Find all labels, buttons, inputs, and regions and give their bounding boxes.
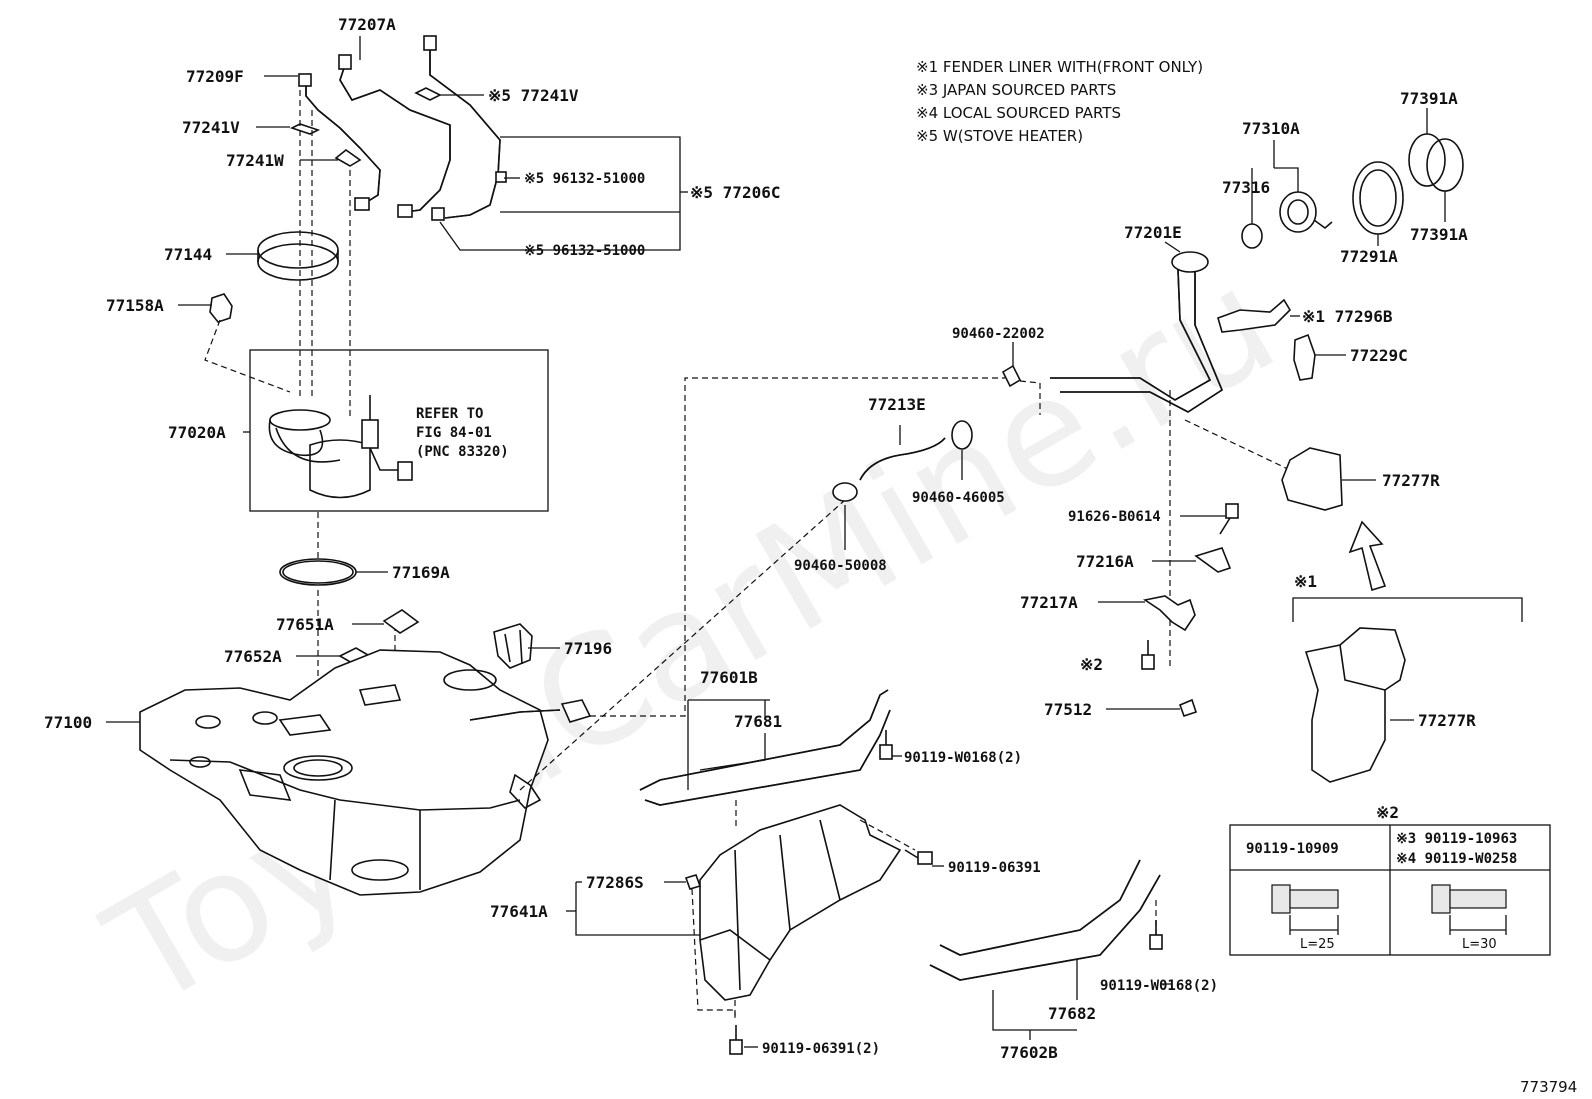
label-90460-50008: 90460-50008 bbox=[794, 558, 887, 574]
label-90460-46005: 90460-46005 bbox=[912, 490, 1005, 506]
bolt-90119-W0168-a bbox=[879, 730, 893, 760]
label-ref1: ※1 bbox=[1294, 572, 1317, 591]
label-77169A: 77169A bbox=[392, 563, 450, 582]
watermark: ToyotaCarMine.ru bbox=[80, 235, 1303, 1041]
label-77206C: ※5 77206C bbox=[690, 183, 780, 202]
clamp-90460-46005 bbox=[951, 420, 973, 450]
label-77391A-b: 77391A bbox=[1410, 225, 1468, 244]
note-5: ※5 W(STOVE HEATER) bbox=[916, 127, 1083, 145]
gasket-77169A bbox=[279, 558, 357, 586]
bolt-91626-B0614 bbox=[1219, 503, 1239, 535]
label-77601B: 77601B bbox=[700, 668, 758, 687]
bolt-spec-table: ※2 90119-10909 ※3 90119-10963 ※4 90119-W… bbox=[1229, 803, 1551, 956]
bolt-table-col2-line2: ※4 90119-W0258 bbox=[1396, 851, 1517, 867]
figure-number: 773794 bbox=[1520, 1078, 1577, 1096]
label-96132-51000-a: ※5 96132-51000 bbox=[524, 171, 645, 187]
label-77020A: 77020A bbox=[168, 423, 226, 442]
label-77100: 77100 bbox=[44, 713, 92, 732]
label-77391A-a: 77391A bbox=[1400, 89, 1458, 108]
note-1: ※1 FENDER LINER WITH(FRONT ONLY) bbox=[916, 58, 1203, 76]
strap-77602B bbox=[929, 859, 1161, 981]
leader-lines bbox=[106, 36, 1446, 1048]
fender-liner-77277R bbox=[1304, 627, 1406, 783]
label-90460-22002: 90460-22002 bbox=[952, 326, 1045, 342]
label-77213E: 77213E bbox=[868, 395, 926, 414]
bolt-ref2 bbox=[1141, 640, 1155, 670]
label-77310A: 77310A bbox=[1242, 119, 1300, 138]
bolt-90119-06391-a bbox=[904, 849, 933, 865]
label-91626-B0614: 91626-B0614 bbox=[1068, 509, 1161, 525]
note-4: ※4 LOCAL SOURCED PARTS bbox=[916, 104, 1121, 122]
protector-77641A bbox=[699, 804, 902, 1001]
clip-77286S bbox=[684, 874, 702, 890]
label-77241W: 77241W bbox=[226, 151, 284, 170]
label-77201E: 77201E bbox=[1124, 223, 1182, 242]
label-77512: 77512 bbox=[1044, 700, 1092, 719]
label-77681: 77681 bbox=[734, 712, 782, 731]
bolt-table-col1: 90119-10909 bbox=[1246, 841, 1339, 857]
refer-to-line3: (PNC 83320) bbox=[416, 444, 509, 460]
label-90119-06391-b: 90119-06391(2) bbox=[762, 1041, 880, 1057]
arrow-up-icon bbox=[1348, 520, 1387, 592]
label-77296B: ※1 77296B bbox=[1302, 307, 1393, 326]
refer-to-line1: REFER TO bbox=[416, 406, 483, 422]
bolt-table-col2-line1: ※3 90119-10963 bbox=[1396, 831, 1517, 847]
ref1-bracket bbox=[1292, 597, 1523, 622]
clamp-90460-22002 bbox=[1001, 364, 1022, 388]
label-77651A: 77651A bbox=[276, 615, 334, 634]
label-77291A: 77291A bbox=[1340, 247, 1398, 266]
label-77158A: 77158A bbox=[106, 296, 164, 315]
label-96132-51000-b: ※5 96132-51000 bbox=[524, 243, 645, 259]
gasket-77169A-inner bbox=[282, 560, 354, 584]
label-77241V-b: ※5 77241V bbox=[488, 86, 579, 105]
part-labels: 77207A 77209F 77241V ※5 77241V 77241W ※5… bbox=[44, 15, 1476, 1062]
label-90119-W0168-a: 90119-W0168(2) bbox=[904, 750, 1022, 766]
clip-77216A bbox=[1194, 547, 1232, 573]
notes-block: ※1 FENDER LINER WITH(FRONT ONLY) ※3 JAPA… bbox=[916, 58, 1203, 145]
filter-77158A bbox=[209, 293, 233, 323]
label-77602B: 77602B bbox=[1000, 1043, 1058, 1062]
label-77144: 77144 bbox=[164, 245, 212, 264]
bolt-table-dim2: L=30 bbox=[1462, 937, 1497, 952]
label-77209F: 77209F bbox=[186, 67, 244, 86]
label-77196: 77196 bbox=[564, 639, 612, 658]
fuel-tank-77100 bbox=[139, 649, 592, 896]
fuel-hoses-group bbox=[289, 35, 507, 221]
valve-77196 bbox=[493, 623, 533, 669]
label-77216A: 77216A bbox=[1076, 552, 1134, 571]
label-77641A: 77641A bbox=[490, 902, 548, 921]
label-77682: 77682 bbox=[1048, 1004, 1096, 1023]
bolt-90119-06391-b bbox=[729, 1025, 743, 1055]
clip-77512 bbox=[1178, 698, 1198, 718]
label-77229C: 77229C bbox=[1350, 346, 1408, 365]
label-77207A: 77207A bbox=[338, 15, 396, 34]
refer-to-line2: FIG 84-01 bbox=[416, 425, 492, 441]
label-77652A: 77652A bbox=[224, 647, 282, 666]
strap-77601B bbox=[639, 689, 891, 806]
label-90119-06391-a: 90119-06391 bbox=[948, 860, 1041, 876]
label-90119-W0168-b: 90119-W0168(2) bbox=[1100, 978, 1218, 994]
label-ref2: ※2 bbox=[1080, 655, 1103, 674]
filler-pipe-77201E bbox=[1050, 251, 1223, 413]
note-3: ※3 JAPAN SOURCED PARTS bbox=[916, 81, 1116, 99]
label-77286S: 77286S bbox=[586, 873, 644, 892]
pad-77651A bbox=[382, 609, 420, 634]
bolt-table-title: ※2 bbox=[1376, 803, 1399, 822]
hose-77213E bbox=[859, 437, 946, 481]
label-77277R-b: 77277R bbox=[1418, 711, 1476, 730]
bolt-table-dim1: L=25 bbox=[1300, 937, 1335, 952]
clamp-90460-50008 bbox=[832, 482, 858, 502]
label-77241V-a: 77241V bbox=[182, 118, 240, 137]
lock-ring-77144 bbox=[257, 231, 339, 281]
bracket-77296B bbox=[1217, 298, 1292, 333]
fuel-pump-assembly-box: REFER TO FIG 84-01 (PNC 83320) bbox=[249, 349, 549, 512]
label-77316: 77316 bbox=[1222, 178, 1270, 197]
label-77217A: 77217A bbox=[1020, 593, 1078, 612]
label-77277R-a: 77277R bbox=[1382, 471, 1440, 490]
protector-77277R-upper bbox=[1281, 447, 1343, 511]
clip-77229C bbox=[1293, 333, 1316, 381]
bracket-77217A bbox=[1142, 595, 1196, 632]
